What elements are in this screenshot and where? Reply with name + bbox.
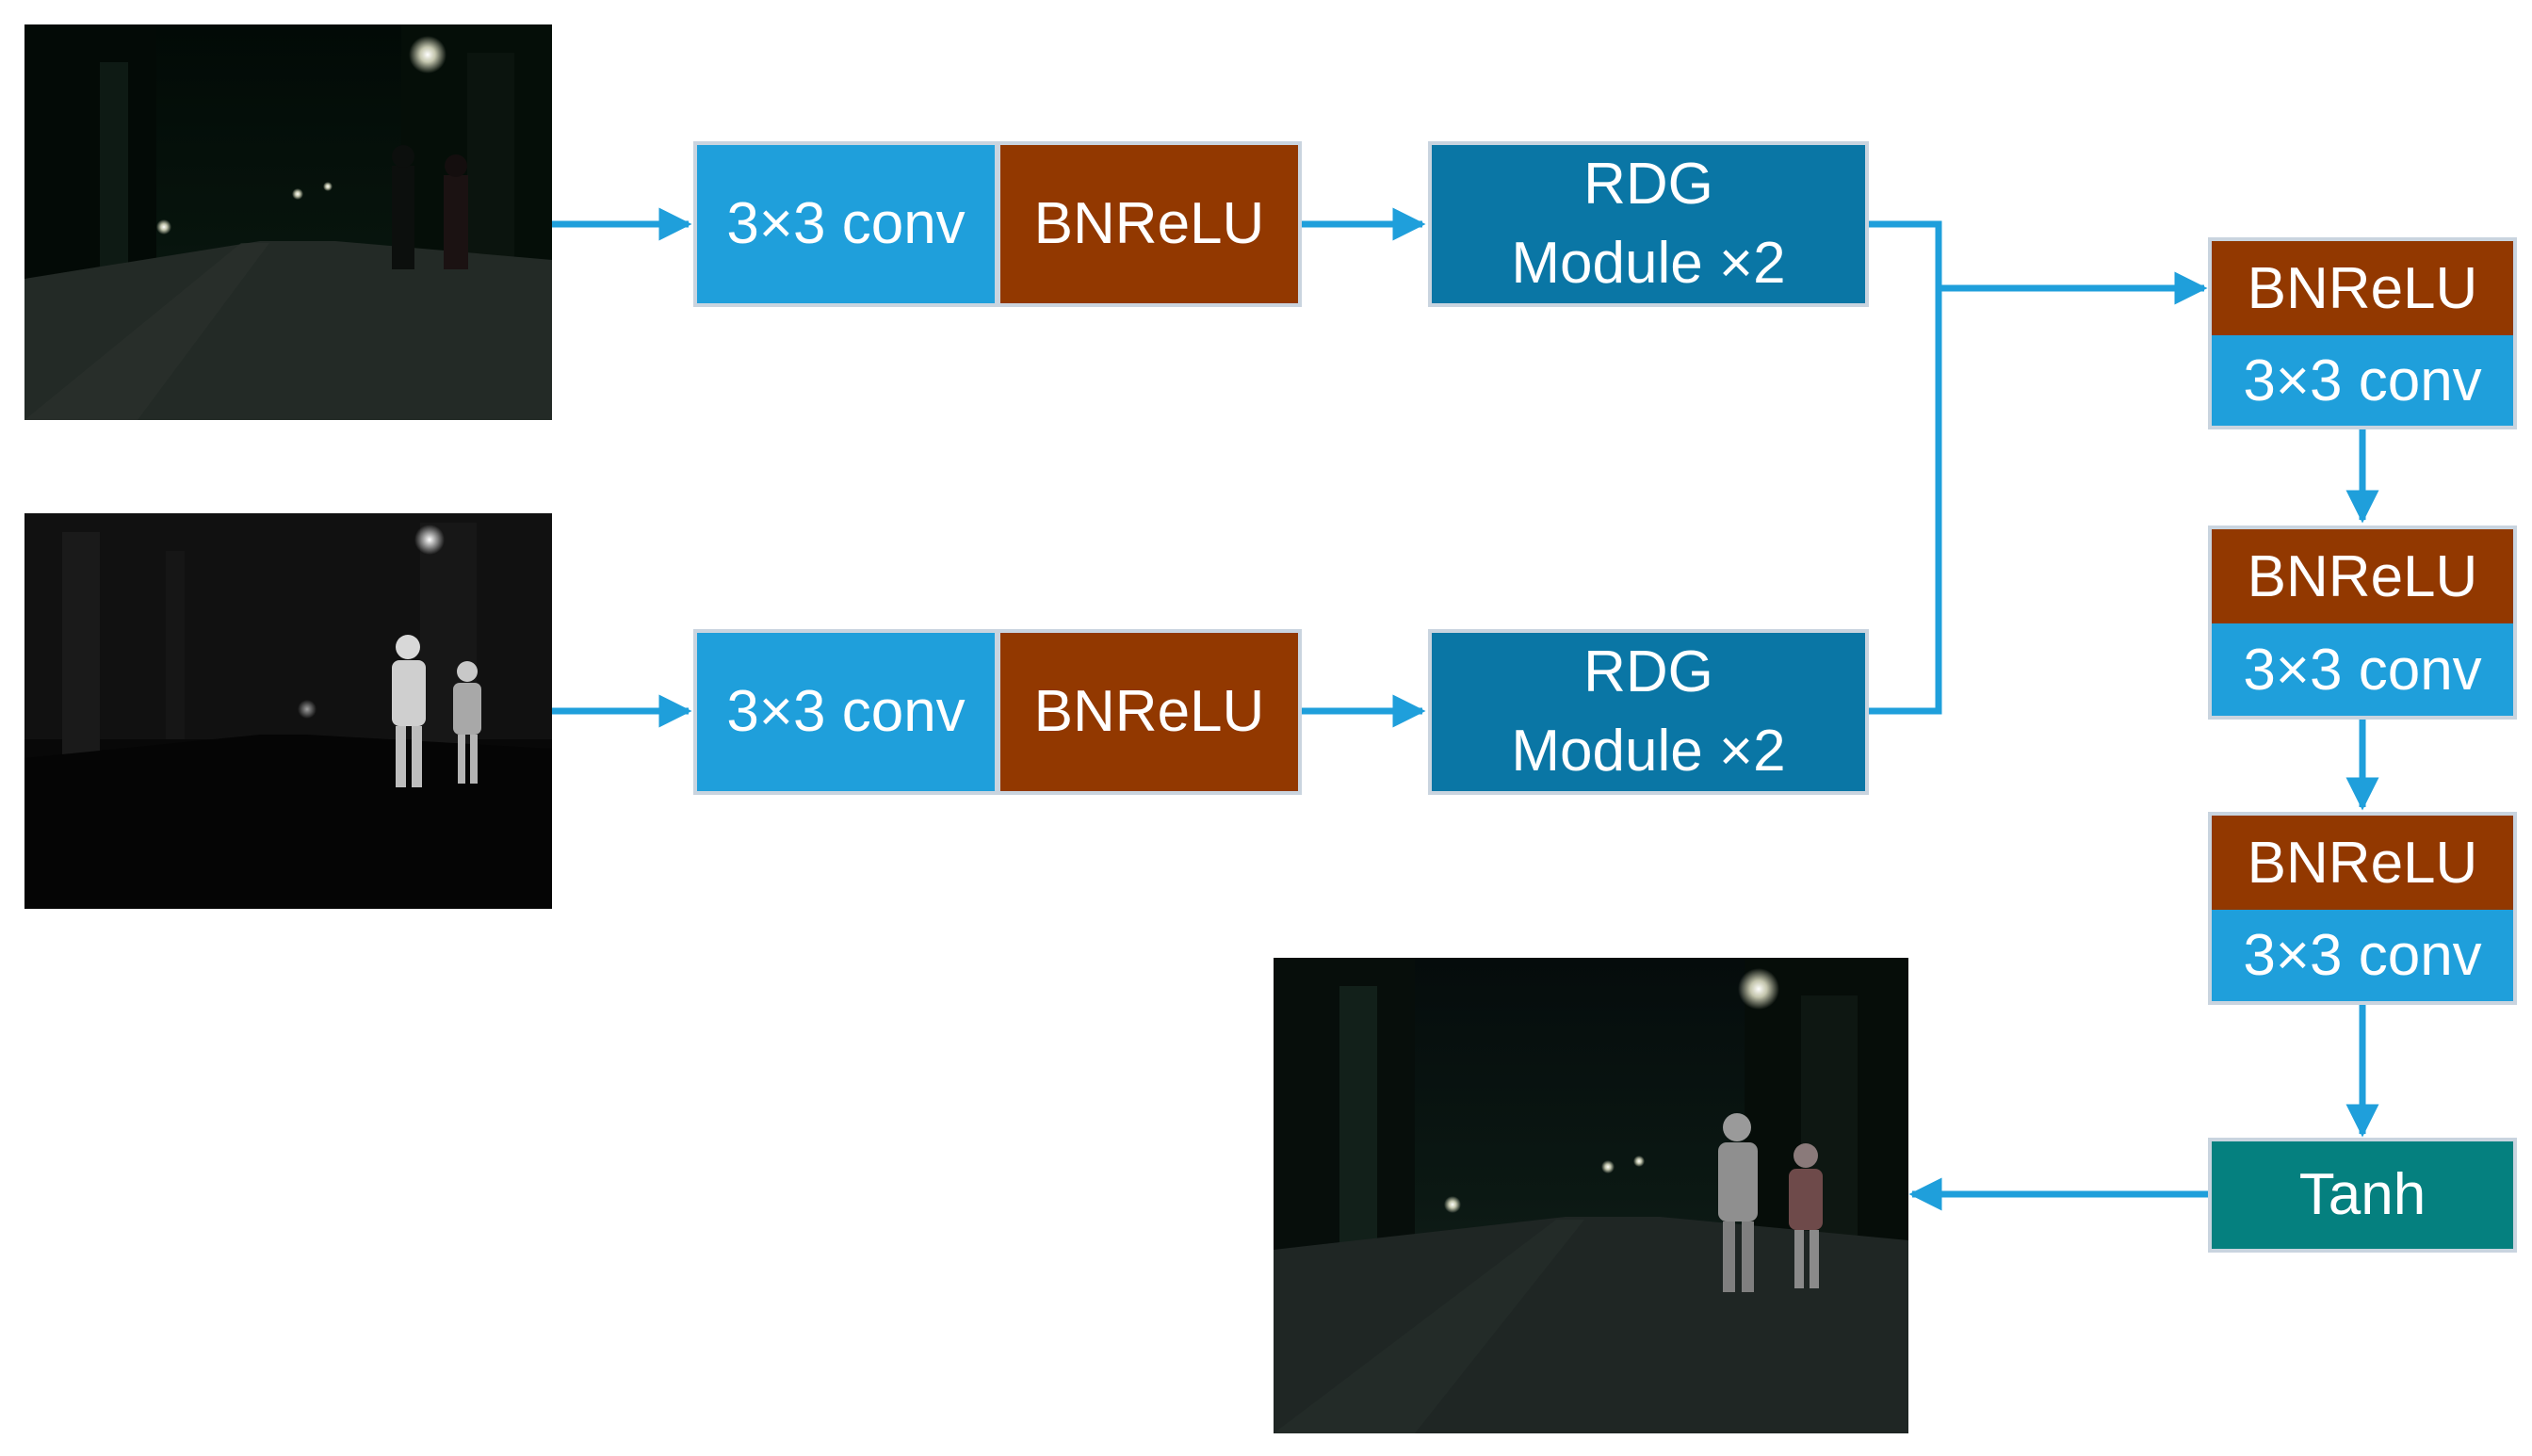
bottom-rdg-line1: RDG — [1583, 639, 1713, 705]
bottom-rdg-line2: Module ×2 — [1511, 719, 1786, 784]
decoder-2-bnrelu: BNReLU — [2212, 529, 2513, 623]
top-bnrelu-label: BNReLU — [1033, 191, 1265, 257]
top-conv-block: 3×3 conv — [693, 141, 998, 307]
bottom-conv-block: 3×3 conv — [693, 629, 998, 795]
bottom-rdg-block: RDG Module ×2 — [1428, 629, 1869, 795]
decoder-block-1: BNReLU 3×3 conv — [2208, 237, 2517, 429]
infrared-input-image — [24, 513, 552, 909]
decoder-3-conv: 3×3 conv — [2212, 910, 2513, 1001]
bottom-bnrelu-label: BNReLU — [1033, 679, 1265, 745]
tanh-label: Tanh — [2298, 1162, 2426, 1228]
decoder-1-conv: 3×3 conv — [2212, 335, 2513, 426]
decoder-1-bnrelu: BNReLU — [2212, 241, 2513, 335]
top-rdg-line2: Module ×2 — [1511, 231, 1786, 296]
decoder-2-conv: 3×3 conv — [2212, 623, 2513, 716]
top-rdg-line1: RDG — [1583, 152, 1713, 218]
decoder-block-3: BNReLU 3×3 conv — [2208, 812, 2517, 1005]
top-rdg-block: RDG Module ×2 — [1428, 141, 1869, 307]
fused-output-image — [1274, 958, 1908, 1433]
tanh-block: Tanh — [2208, 1138, 2517, 1253]
decoder-block-2: BNReLU 3×3 conv — [2208, 526, 2517, 720]
top-bnrelu-block: BNReLU — [997, 141, 1302, 307]
bottom-bnrelu-block: BNReLU — [997, 629, 1302, 795]
visible-input-image — [24, 24, 552, 420]
decoder-3-bnrelu: BNReLU — [2212, 816, 2513, 910]
merge-connector — [1867, 220, 1942, 715]
bottom-conv-label: 3×3 conv — [726, 679, 966, 745]
top-conv-label: 3×3 conv — [726, 191, 966, 257]
